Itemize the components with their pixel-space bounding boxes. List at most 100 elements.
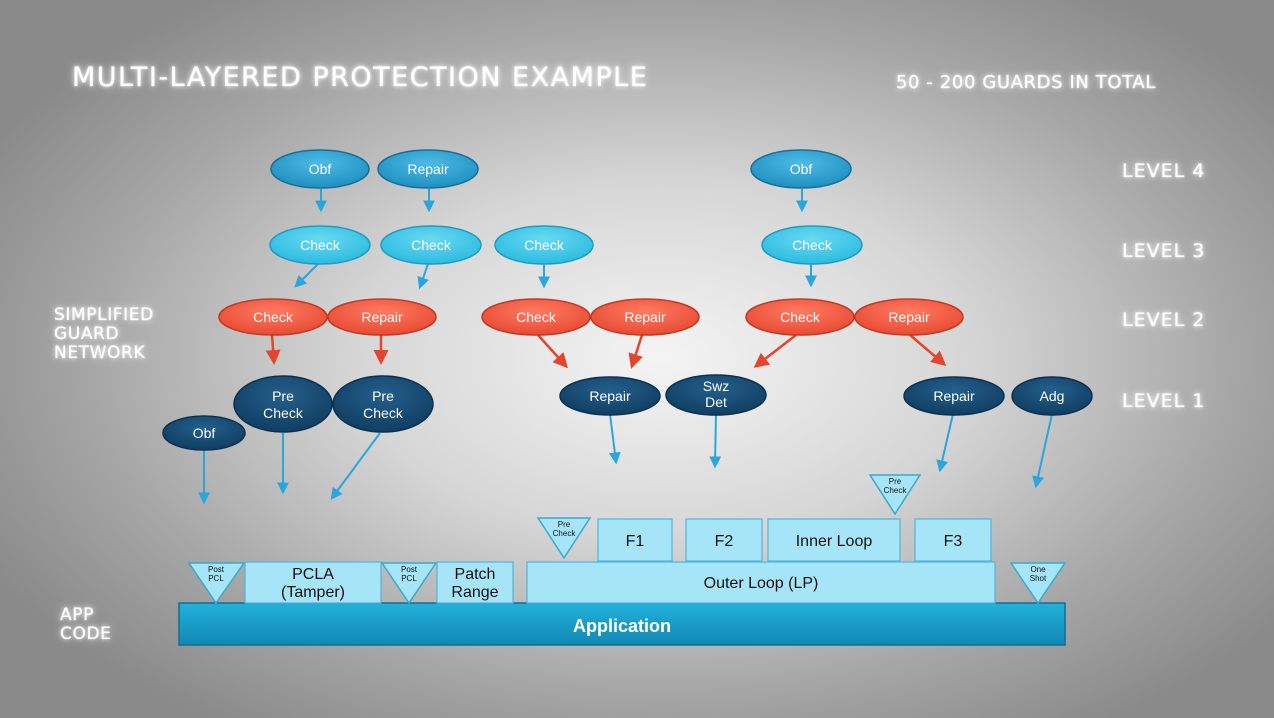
node-label-line1: Pre	[372, 388, 394, 404]
f1-block[interactable]: F1	[597, 518, 673, 562]
node-check[interactable]: Check	[481, 298, 591, 336]
arrow-l1-repair-a	[608, 413, 621, 465]
node-label: Repair	[624, 309, 666, 325]
triangle-label-line1: Pre	[558, 520, 571, 529]
node-repair[interactable]: Repair	[590, 298, 700, 336]
node-check[interactable]: Check	[745, 298, 855, 336]
triangle-label-line1: Post	[208, 565, 225, 574]
node-pre-check[interactable]: Pre Check	[332, 375, 434, 433]
node-label: Obf	[309, 161, 332, 177]
triangle-label-line2: PCL	[208, 574, 224, 583]
node-repair[interactable]: Repair	[854, 298, 964, 336]
node-label: Repair	[589, 388, 631, 404]
node-label-line2: Det	[705, 394, 727, 410]
app-code-label-code: CODE	[60, 624, 112, 644]
node-check[interactable]: Check	[380, 225, 482, 265]
triangle-label-line2: Check	[553, 529, 577, 538]
f1-label: F1	[626, 533, 645, 550]
node-label: Check	[524, 237, 565, 253]
node-label: Repair	[407, 161, 449, 177]
arrow-l2-repair-c	[909, 334, 947, 366]
node-label: Obf	[790, 161, 813, 177]
triangle-post-pcl[interactable]: Post PCL	[380, 562, 438, 605]
node-label: Obf	[193, 425, 216, 441]
range-label: Range	[451, 584, 498, 601]
triangle-label-line1: Post	[401, 565, 418, 574]
node-check[interactable]: Check	[218, 298, 328, 336]
arrow-l1-adg	[1032, 413, 1053, 489]
level-4-label: LEVEL 4	[1122, 160, 1206, 182]
node-label-line2: Check	[363, 405, 404, 421]
arrow-l1-swzdet	[709, 413, 722, 469]
triangle-pre-check[interactable]: Pre Check	[868, 474, 922, 516]
side-label-simplified: SIMPLIFIED	[54, 305, 154, 325]
application-label: Application	[573, 616, 671, 636]
node-check[interactable]: Check	[269, 225, 371, 265]
node-label: Check	[253, 309, 294, 325]
guard-count-subtitle: 50 - 200 GUARDS IN TOTAL	[896, 72, 1156, 93]
node-label: Check	[411, 237, 452, 253]
f3-label: F3	[944, 533, 963, 550]
node-label: Adg	[1040, 388, 1065, 404]
arrow-l2-check-a	[265, 334, 281, 365]
level-2-nodes: Check Repair Check Repair Check Repair	[218, 298, 964, 336]
node-check[interactable]: Check	[494, 225, 594, 265]
triangle-label-line2: Check	[884, 486, 908, 495]
node-obf[interactable]: Obf	[162, 415, 246, 451]
node-label-line1: Pre	[272, 388, 294, 404]
node-check[interactable]: Check	[761, 225, 863, 265]
level-4-nodes: Obf Repair Obf	[270, 149, 852, 189]
node-label: Check	[780, 309, 821, 325]
arrow-l2-check-c	[753, 334, 797, 368]
patch-range-block[interactable]: Patch Range	[436, 561, 514, 604]
node-swz-det[interactable]: Swz Det	[665, 374, 767, 416]
node-repair[interactable]: Repair	[377, 149, 479, 189]
triangle-label-line1: One	[1030, 565, 1046, 574]
node-repair[interactable]: Repair	[559, 376, 661, 416]
triangle-guards: Post PCL Post PCL One Shot Pre Check Pre…	[187, 474, 1067, 605]
app-code-blocks: Application PCLA (Tamper) Patch Range Ou…	[178, 518, 1066, 646]
node-label: Check	[300, 237, 341, 253]
node-repair[interactable]: Repair	[903, 376, 1005, 416]
node-obf[interactable]: Obf	[270, 149, 370, 189]
pcla-label: PCLA	[292, 566, 334, 583]
level-1-nodes: Obf Pre Check Pre Check Repair Swz Det R…	[162, 374, 1093, 451]
side-label-guard: GUARD	[54, 324, 120, 344]
node-label: Check	[516, 309, 557, 325]
triangle-label-line2: Shot	[1030, 574, 1047, 583]
f2-block[interactable]: F2	[685, 518, 763, 562]
node-adg[interactable]: Adg	[1011, 376, 1093, 416]
arrow-l1-precheck-b	[330, 432, 381, 500]
node-obf[interactable]: Obf	[750, 149, 852, 189]
patch-label: Patch	[455, 566, 496, 583]
f3-block[interactable]: F3	[914, 518, 992, 562]
app-code-label-app: APP	[60, 605, 94, 625]
node-pre-check[interactable]: Pre Check	[233, 375, 333, 433]
level-1-label: LEVEL 1	[1122, 390, 1206, 412]
node-label: Repair	[361, 309, 403, 325]
side-label-network: NETWORK	[54, 343, 146, 363]
node-label-line2: Check	[263, 405, 304, 421]
node-label: Repair	[933, 388, 975, 404]
pcla-sub-label: (Tamper)	[281, 584, 345, 601]
node-repair[interactable]: Repair	[327, 298, 437, 336]
application-bar[interactable]	[178, 602, 1066, 646]
triangle-label-line2: PCL	[401, 574, 417, 583]
arrow-l2-check-b	[537, 334, 569, 369]
triangle-label-line1: Pre	[889, 477, 902, 486]
triangle-pre-check[interactable]: Pre Check	[536, 517, 592, 560]
node-label-line1: Swz	[703, 378, 729, 394]
inner-loop-block[interactable]: Inner Loop	[767, 518, 901, 562]
triangle-one-shot[interactable]: One Shot	[1009, 562, 1067, 605]
triangle-post-pcl[interactable]: Post PCL	[187, 562, 246, 605]
arrow-l3-check-a	[294, 263, 319, 288]
pcla-block[interactable]: PCLA (Tamper)	[244, 561, 382, 604]
level-2-label: LEVEL 2	[1122, 309, 1206, 331]
outer-loop-block[interactable]: Outer Loop (LP)	[526, 561, 996, 604]
arrow-l3-check-b	[417, 263, 429, 290]
node-label: Repair	[888, 309, 930, 325]
f2-label: F2	[715, 533, 734, 550]
level-3-label: LEVEL 3	[1122, 240, 1206, 262]
arrows	[198, 189, 1053, 505]
